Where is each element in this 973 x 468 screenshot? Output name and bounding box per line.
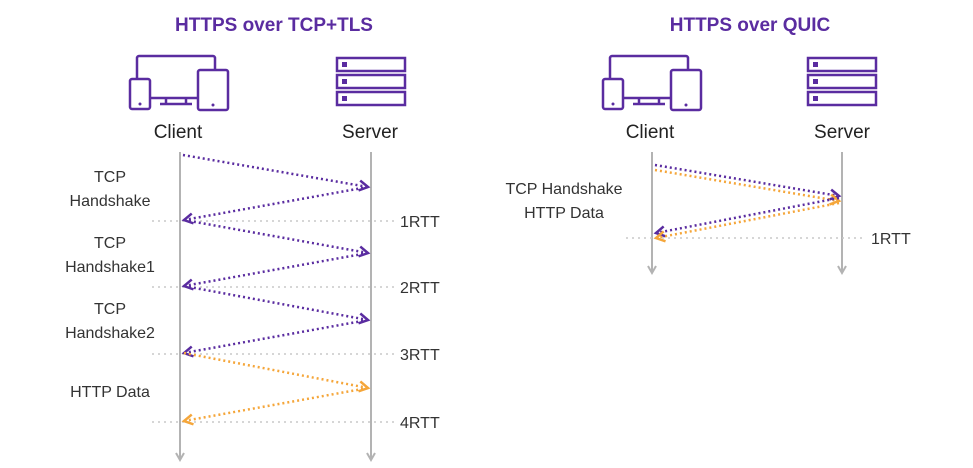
handshake-arrow-response — [181, 251, 369, 291]
step-label: HTTP Data — [524, 205, 604, 222]
step-label: TCP — [94, 169, 126, 186]
data-arrow-request — [654, 168, 842, 206]
handshake-arrow-response — [181, 185, 369, 225]
quic-title: HTTPS over QUIC — [670, 15, 831, 36]
rtt-label: 1RTT — [871, 231, 911, 248]
step-label: Handshake2 — [65, 325, 155, 342]
server-label: Server — [342, 122, 399, 143]
step-label: TCP — [94, 301, 126, 318]
handshake-arrow-response — [653, 196, 840, 238]
handshake-arrow-response — [181, 318, 369, 358]
handshake-arrow-request — [654, 163, 842, 201]
data-arrow-response — [653, 201, 840, 243]
tcp-tls-title: HTTPS over TCP+TLS — [175, 15, 373, 36]
server-label: Server — [814, 122, 871, 143]
data-arrow-request — [183, 351, 371, 393]
server-rack-icon — [335, 56, 407, 107]
devices-icon — [128, 54, 230, 112]
step-label: TCP — [94, 235, 126, 252]
tcp-tls-panel: HTTPS over TCP+TLS Client Server — [65, 15, 440, 463]
handshake-arrow-request — [183, 284, 371, 325]
server-rack-icon — [806, 56, 878, 107]
handshake-arrow-request — [183, 218, 371, 258]
handshake-arrow-request — [182, 153, 371, 192]
data-arrow-response — [181, 386, 369, 426]
client-label: Client — [154, 122, 203, 143]
rtt-label: 4RTT — [400, 415, 440, 432]
rtt-guides — [152, 220, 395, 423]
step-label: HTTP Data — [70, 384, 150, 401]
devices-icon — [601, 54, 703, 112]
rtt-label: 2RTT — [400, 280, 440, 297]
rtt-label: 3RTT — [400, 347, 440, 364]
client-label: Client — [626, 122, 675, 143]
step-label: TCP Handshake — [505, 181, 622, 198]
rtt-label: 1RTT — [400, 214, 440, 231]
quic-panel: HTTPS over QUIC Client Server — [505, 15, 911, 276]
step-label: Handshake — [70, 193, 151, 210]
step-label: Handshake1 — [65, 259, 155, 276]
